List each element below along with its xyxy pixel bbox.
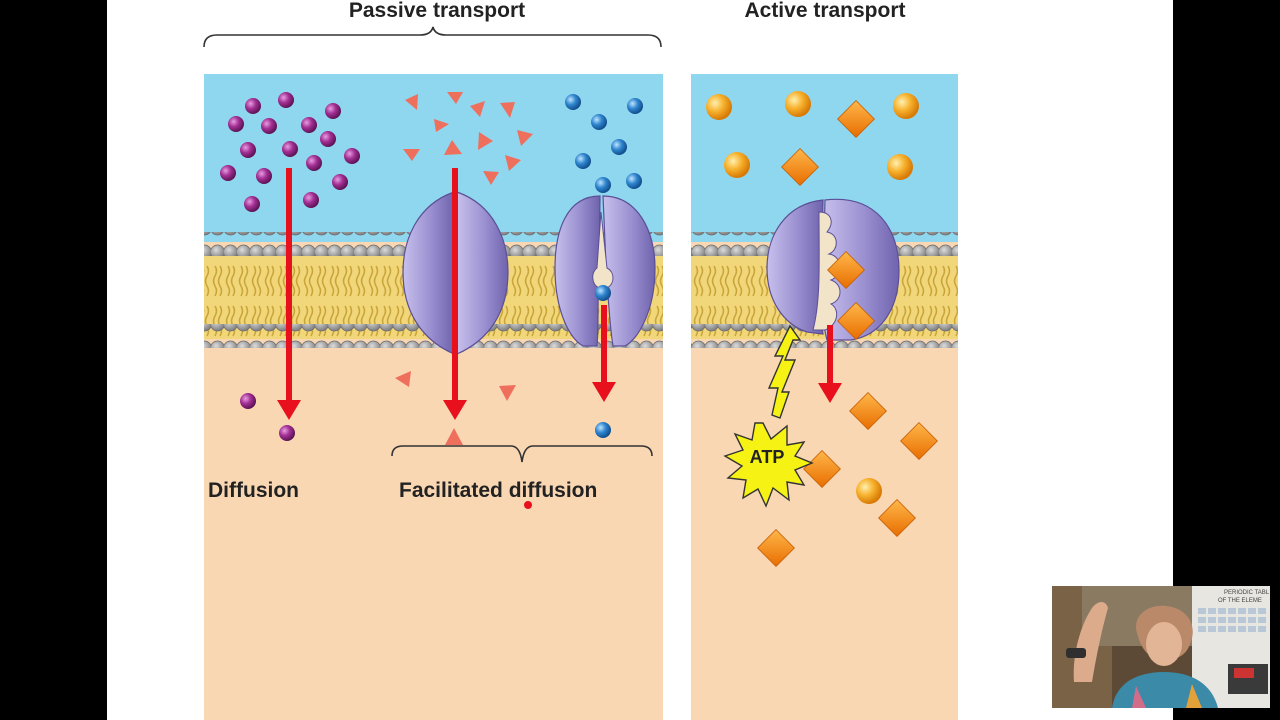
solute-triangle	[405, 94, 418, 110]
solute-purple	[245, 98, 261, 114]
passive-panel	[204, 74, 663, 720]
solute-purple	[301, 117, 317, 133]
active-transport-heading: Active transport	[744, 0, 905, 22]
webcam-overlay: PERIODIC TABL OF THE ELEME	[1052, 586, 1270, 708]
pointer-dot	[524, 501, 532, 509]
solute-orange-sphere	[887, 154, 913, 180]
facilitated-molecules-triangles	[395, 92, 533, 445]
solute-purple	[282, 141, 298, 157]
solute-blue	[595, 285, 611, 301]
diffusion-label: Diffusion	[208, 479, 299, 502]
solute-triangle	[505, 155, 521, 171]
solute-triangle	[483, 171, 499, 185]
facilitated-diffusion-bracket	[391, 445, 653, 463]
solute-blue	[611, 139, 627, 155]
solute-purple	[306, 155, 322, 171]
solute-orange-cube	[900, 422, 938, 460]
passive-transport-bracket	[203, 26, 662, 48]
poster-title-line2: OF THE ELEME	[1218, 598, 1262, 604]
solute-purple	[320, 131, 336, 147]
slide: Passive transport Active transport	[107, 0, 1173, 720]
solute-blue	[595, 422, 611, 438]
membrane-transport-diagram: Passive transport Active transport	[203, 0, 958, 720]
diffusion-molecules	[220, 92, 360, 441]
solute-orange-sphere	[785, 91, 811, 117]
solute-blue	[591, 114, 607, 130]
solute-orange-sphere	[893, 93, 919, 119]
poster-title-line1: PERIODIC TABL	[1224, 590, 1270, 596]
solute-blue	[626, 173, 642, 189]
solute-purple	[344, 148, 360, 164]
solute-purple	[256, 168, 272, 184]
solute-triangle	[500, 102, 515, 118]
active-molecules-orange	[706, 91, 938, 567]
energy-bolt-icon	[767, 324, 802, 419]
solute-orange-sphere	[724, 152, 750, 178]
solute-orange-cube	[803, 450, 841, 488]
solute-orange-sphere	[706, 94, 732, 120]
solute-orange-cube	[878, 499, 916, 537]
solute-orange-cube	[781, 148, 819, 186]
solute-blue	[575, 153, 591, 169]
solute-purple	[278, 92, 294, 108]
solute-triangle	[478, 132, 493, 150]
passive-transport-heading: Passive transport	[349, 0, 525, 22]
solute-triangle	[499, 385, 516, 401]
solute-triangle	[395, 371, 411, 387]
solute-purple	[240, 393, 256, 409]
solute-triangle	[444, 140, 462, 155]
diffusion-arrow	[277, 168, 301, 420]
solute-orange-sphere	[856, 478, 882, 504]
carrier-arrow	[592, 305, 616, 402]
atp-label: ATP	[750, 447, 785, 467]
pump-arrow	[818, 325, 842, 403]
solute-orange-cube	[837, 302, 875, 340]
solute-triangle	[517, 130, 533, 146]
solute-orange-cube	[827, 251, 865, 289]
carrier-molecules-blue	[565, 94, 643, 438]
solute-purple	[332, 174, 348, 190]
solute-blue	[565, 94, 581, 110]
solute-blue	[595, 177, 611, 193]
solute-purple	[220, 165, 236, 181]
atp-burst-icon	[723, 422, 814, 508]
solute-purple	[244, 196, 260, 212]
solute-triangle	[445, 428, 463, 445]
channel-arrow	[443, 168, 467, 420]
channel-protein	[402, 191, 509, 355]
solute-purple	[228, 116, 244, 132]
solute-triangle	[447, 92, 463, 104]
presenter-face	[1146, 622, 1182, 666]
solute-purple	[279, 425, 295, 441]
solute-orange-cube	[849, 392, 887, 430]
solute-purple	[240, 142, 256, 158]
solute-triangle	[434, 119, 449, 132]
solute-purple	[303, 192, 319, 208]
solute-orange-cube	[757, 529, 795, 567]
solute-purple	[261, 118, 277, 134]
solute-purple	[325, 103, 341, 119]
carrier-protein	[554, 195, 656, 347]
solute-triangle	[470, 101, 485, 117]
solute-blue	[627, 98, 643, 114]
solute-orange-cube	[837, 100, 875, 138]
solute-triangle	[403, 149, 420, 161]
presenter-raised-arm	[1073, 602, 1108, 682]
facilitated-diffusion-label: Facilitated diffusion	[399, 479, 597, 502]
